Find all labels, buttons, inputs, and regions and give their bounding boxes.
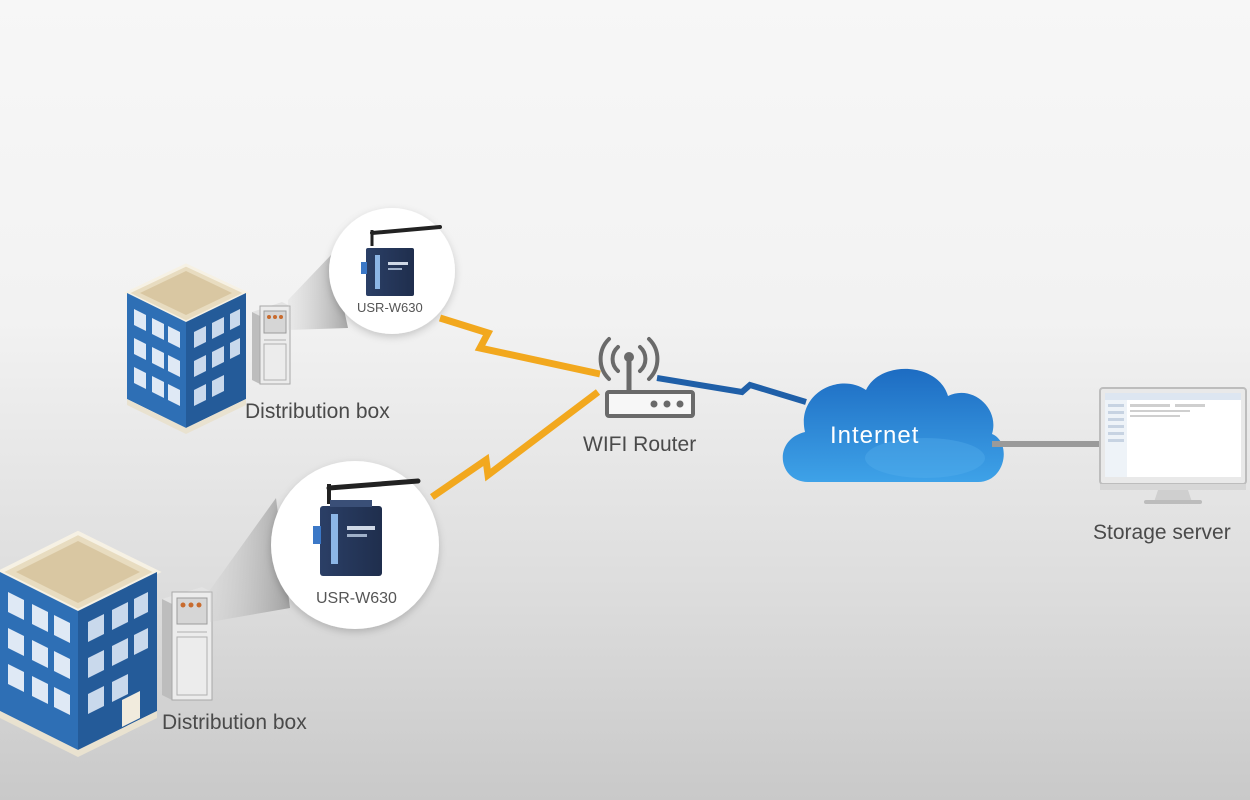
internet-label: Internet xyxy=(830,422,920,449)
building-1-icon xyxy=(123,263,250,434)
distribution-box-1-label: Distribution box xyxy=(245,400,390,423)
device-2-label: USR-W630 xyxy=(316,590,397,607)
distribution-box-2-label: Distribution box xyxy=(162,711,307,734)
magnify-beam-2 xyxy=(210,498,290,622)
wireless-link-1 xyxy=(438,314,601,378)
distribution-box-1-icon xyxy=(252,302,291,385)
device-1-label: USR-W630 xyxy=(357,300,423,315)
router-label: WIFI Router xyxy=(583,433,697,456)
wireless-link-3 xyxy=(656,375,807,405)
internet-cloud-icon xyxy=(782,368,1004,482)
wifi-router-icon xyxy=(598,337,695,418)
storage-server-label: Storage server xyxy=(1093,521,1231,544)
distribution-box-2-icon xyxy=(162,587,213,701)
wireless-link-2 xyxy=(430,389,601,500)
building-2-icon xyxy=(0,530,162,757)
storage-server-icon xyxy=(1099,387,1247,504)
